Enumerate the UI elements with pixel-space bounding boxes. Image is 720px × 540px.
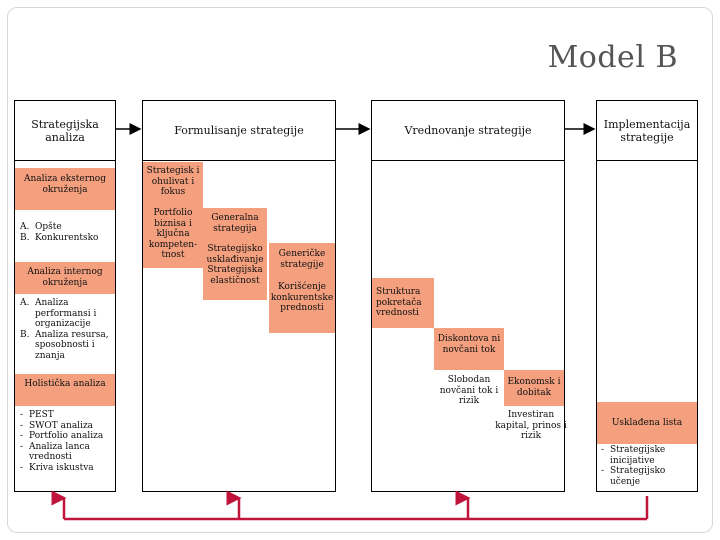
list-item: -Analiza lanca vrednosti <box>20 441 90 463</box>
internal-analysis-list: A.Analiza performansi i organizacije B.A… <box>20 298 114 361</box>
list-item: -PEST <box>20 410 54 420</box>
list-item: A.Analiza performansi i organizacije <box>20 298 97 329</box>
column-analysis: Strategijska analiza <box>14 100 116 492</box>
column-header-analysis: Strategijska analiza <box>15 101 115 161</box>
holistic-analysis-list: -PEST -SWOT analiza -Portfolio analiza -… <box>20 410 114 473</box>
generic-strategies-label: Generičke strategije <box>278 249 326 270</box>
value-drivers-block <box>372 278 434 328</box>
implementation-list: -Strategijske inicijative -Strategijsko … <box>601 445 696 487</box>
internal-analysis-label: Analiza internog okruženja <box>27 267 103 288</box>
free-cash-flow-label: Slobodan novčani tok i rizik <box>439 375 499 406</box>
competitive-advantage-label: Korišćenje konkurentske prednosti <box>270 282 334 313</box>
column-evaluation: Vrednovanje strategije <box>371 100 565 492</box>
list-item: -Strategijsko učenje <box>601 466 666 487</box>
holistic-analysis-label: Holistička analiza <box>24 379 106 389</box>
list-item: -Kriva iskustva <box>20 462 94 473</box>
economic-profit-label: Ekonomsk i dobitak <box>507 377 561 398</box>
column-header-formulation: Formulisanje strategije <box>143 101 335 161</box>
holistic-analysis-box <box>15 374 115 406</box>
column-header-implementation: Implementacija strategije <box>597 101 697 161</box>
value-drivers-label: Struktura pokretača vrednosti <box>376 287 422 318</box>
economic-profit-block <box>504 370 564 406</box>
general-strategy-label: Generalna strategija <box>211 213 259 234</box>
dcf-label: Diskontova ni novčani tok <box>437 334 501 355</box>
general-strategy-block <box>203 208 267 300</box>
feedback-loop <box>51 490 649 521</box>
column-header-evaluation: Vrednovanje strategije <box>372 101 564 161</box>
slide-title: Model B <box>547 40 678 75</box>
internal-analysis-box <box>15 262 115 294</box>
list-item: -SWOT analiza <box>20 420 94 431</box>
dcf-block <box>434 328 504 370</box>
list-item: A.Opšte <box>20 222 62 232</box>
strategic-intent-block <box>143 162 203 268</box>
external-analysis-label: Analiza eksternog okruženja <box>23 174 106 195</box>
strategic-fit-label: Strategijsko usklađivanje Strategijska e… <box>206 244 264 286</box>
balanced-scorecard-label: Usklađena lista <box>611 418 683 428</box>
strategic-intent-label: Strategisk i ohulivat i fokus <box>146 166 200 197</box>
list-item: B.Analiza resursa, sposobnosti i znanja <box>20 329 109 361</box>
invested-capital-label: Investiran kapital, prinos i rizik <box>495 410 567 441</box>
balanced-scorecard-block <box>597 402 697 444</box>
generic-strategies-block <box>269 243 335 333</box>
external-analysis-box <box>15 168 115 210</box>
list-item: -Strategijske inicijative <box>601 445 666 466</box>
portfolio-label: Portfolio biznisa i ključna kompeten-tno… <box>148 208 198 260</box>
slide-frame <box>7 7 713 533</box>
list-item: -Portfolio analiza <box>20 431 104 441</box>
external-analysis-list: A.Opšte B.Konkurentsko <box>20 222 114 243</box>
list-item: B.Konkurentsko <box>20 232 99 243</box>
